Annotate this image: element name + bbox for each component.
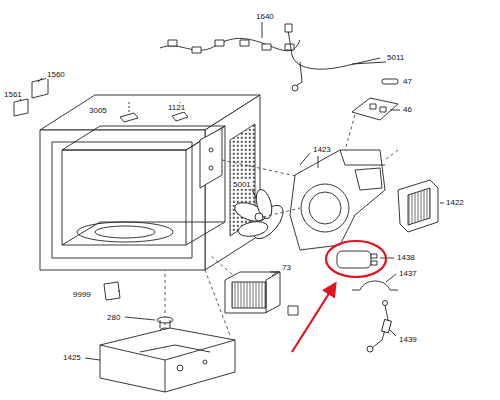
callout-number: 46 <box>402 105 413 114</box>
callout-number: 1640 <box>255 12 275 21</box>
callout-number: 5001 <box>232 180 252 189</box>
callout-number: 3005 <box>88 106 108 115</box>
callout-number: 280 <box>106 313 121 322</box>
callout-number: 47 <box>402 77 413 86</box>
callout-number: 1425 <box>62 353 82 362</box>
callout-number: 73 <box>281 263 292 272</box>
callout-number: 1437 <box>398 269 418 278</box>
callout-number: 5011 <box>386 53 405 62</box>
callout-number: 1438 <box>396 253 416 262</box>
callout-number: 1423 <box>312 145 332 154</box>
callout-number: 1439 <box>398 335 418 344</box>
callout-number: 1121 <box>167 103 186 112</box>
callout-number: 9999 <box>72 290 92 299</box>
callout-number: 1422 <box>445 198 465 207</box>
callout-number: 1560 <box>46 70 66 79</box>
callout-number: 1561 <box>3 90 23 99</box>
